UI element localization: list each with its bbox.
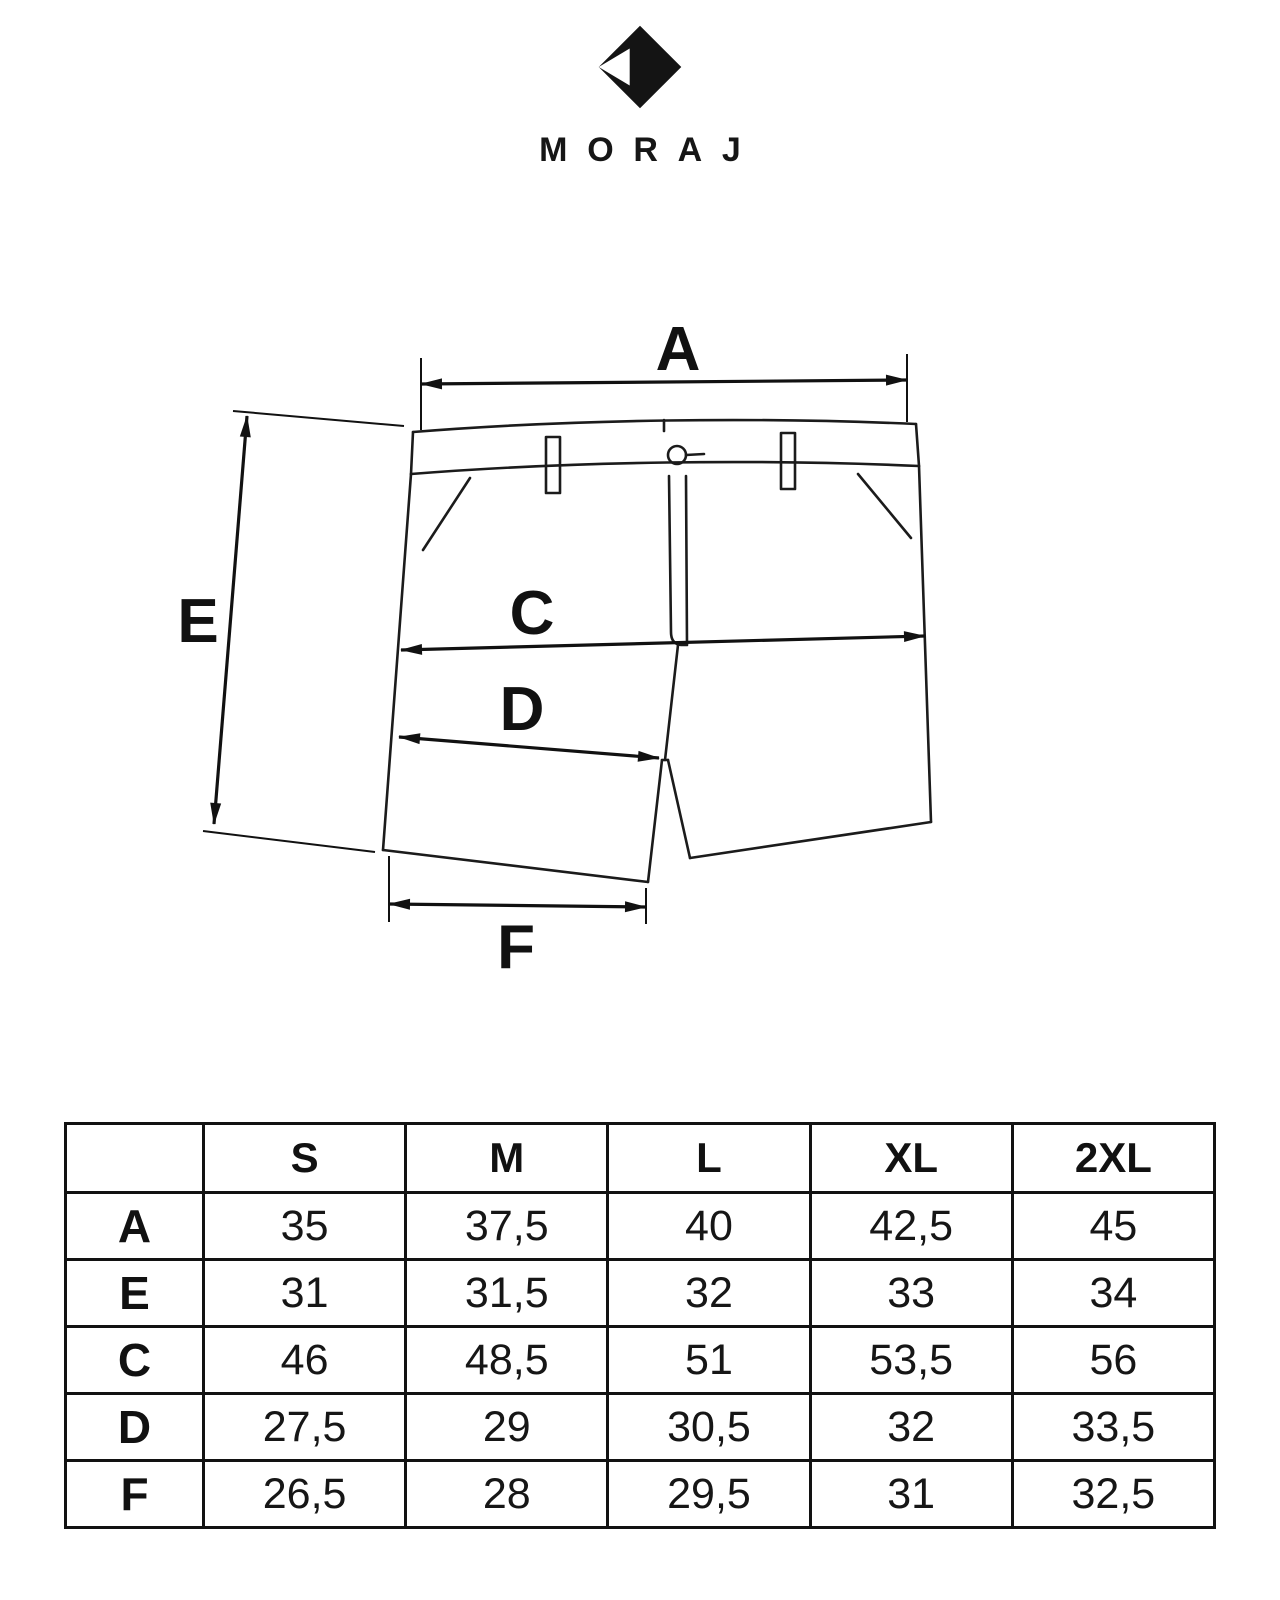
dim-label-d: D (500, 675, 545, 744)
waistband-right-edge (914, 422, 921, 468)
table-row-c: C 46 48,5 51 53,5 56 (64, 1325, 1217, 1395)
row-label-d: D (64, 1392, 205, 1462)
cell-a-s: 35 (201, 1191, 408, 1261)
cell-a-m: 37,5 (404, 1191, 610, 1261)
fly-seam (667, 474, 689, 647)
brand-logo: MORAJ (0, 24, 1280, 170)
cell-e-2xl: 34 (1010, 1258, 1217, 1328)
cell-c-xl: 53,5 (808, 1325, 1014, 1395)
cell-f-s: 26,5 (201, 1459, 408, 1529)
belt-loop-left (544, 435, 562, 495)
cell-e-s: 31 (201, 1258, 408, 1328)
cell-a-l: 40 (606, 1191, 812, 1261)
cell-d-m: 29 (404, 1392, 610, 1462)
dim-arrow-c (400, 631, 926, 655)
cell-f-l: 29,5 (606, 1459, 812, 1529)
dimension-labels: A E C D F (177, 315, 700, 982)
rise-seam (663, 643, 680, 762)
buttonhole (684, 452, 706, 457)
corner-cell (64, 1122, 205, 1194)
cell-e-m: 31,5 (404, 1258, 610, 1328)
table-row-f: F 26,5 28 29,5 31 32,5 (64, 1459, 1217, 1529)
col-header-xl: XL (808, 1122, 1014, 1194)
dim-arrow-e (210, 415, 251, 825)
shorts-diagram-svg: A E C D F (177, 315, 933, 982)
waistband-top (411, 418, 918, 434)
dim-label-f: F (497, 913, 535, 982)
dim-label-a: A (656, 315, 701, 384)
dim-label-c: C (510, 579, 555, 648)
cell-e-l: 32 (606, 1258, 812, 1328)
cell-c-m: 48,5 (404, 1325, 610, 1395)
cell-d-l: 30,5 (606, 1392, 812, 1462)
waistband-bottom (409, 460, 921, 476)
left-hem (381, 848, 650, 884)
cell-f-xl: 31 (808, 1459, 1014, 1529)
size-table: S M L XL 2XL A 35 37,5 40 42,5 45 E 31 3… (64, 1122, 1217, 1529)
diamond-arrow-icon (598, 25, 682, 109)
left-inner-seam (646, 758, 664, 884)
dimension-arrows (210, 374, 926, 913)
waistband-left-edge (409, 430, 415, 476)
cell-d-2xl: 33,5 (1010, 1392, 1217, 1462)
cell-c-2xl: 56 (1010, 1325, 1217, 1395)
belt-loop-right (779, 431, 797, 491)
table-row-a: A 35 37,5 40 42,5 45 (64, 1191, 1217, 1261)
col-header-m: M (404, 1122, 610, 1194)
col-header-l: L (606, 1122, 812, 1194)
dim-label-e: E (177, 587, 218, 656)
size-table-header-row: S M L XL 2XL (64, 1122, 1217, 1194)
left-outer-seam (381, 472, 413, 852)
dim-arrow-f (388, 898, 647, 913)
cell-c-s: 46 (201, 1325, 408, 1395)
dim-arrow-d (398, 733, 660, 762)
col-header-2xl: 2XL (1010, 1122, 1217, 1194)
brand-name: MORAJ (539, 131, 761, 169)
row-label-c: C (64, 1325, 205, 1395)
ext-e-bottom (202, 830, 376, 853)
shorts-drawing (381, 418, 933, 884)
row-label-e: E (64, 1258, 205, 1328)
right-outer-seam (917, 464, 933, 824)
ext-e-top (232, 410, 405, 427)
logo-notch (598, 48, 630, 86)
right-pocket-seam (856, 472, 913, 540)
logo-diamond (598, 25, 682, 109)
shorts-diagram: A E C D F (0, 290, 1280, 1010)
right-hem (688, 820, 933, 860)
cell-e-xl: 33 (808, 1258, 1014, 1328)
cell-a-2xl: 45 (1010, 1191, 1217, 1261)
table-row-e: E 31 31,5 32 33 34 (64, 1258, 1217, 1328)
right-inner-seam (666, 758, 692, 860)
cell-f-2xl: 32,5 (1010, 1459, 1217, 1529)
cell-d-xl: 32 (808, 1392, 1014, 1462)
cell-c-l: 51 (606, 1325, 812, 1395)
cell-a-xl: 42,5 (808, 1191, 1014, 1261)
cell-f-m: 28 (404, 1459, 610, 1529)
dim-arrow-a (420, 374, 908, 390)
row-label-a: A (64, 1191, 205, 1261)
cell-d-s: 27,5 (201, 1392, 408, 1462)
row-label-f: F (64, 1459, 205, 1529)
left-pocket-seam (421, 476, 472, 552)
col-header-s: S (201, 1122, 408, 1194)
table-row-d: D 27,5 29 30,5 32 33,5 (64, 1392, 1217, 1462)
